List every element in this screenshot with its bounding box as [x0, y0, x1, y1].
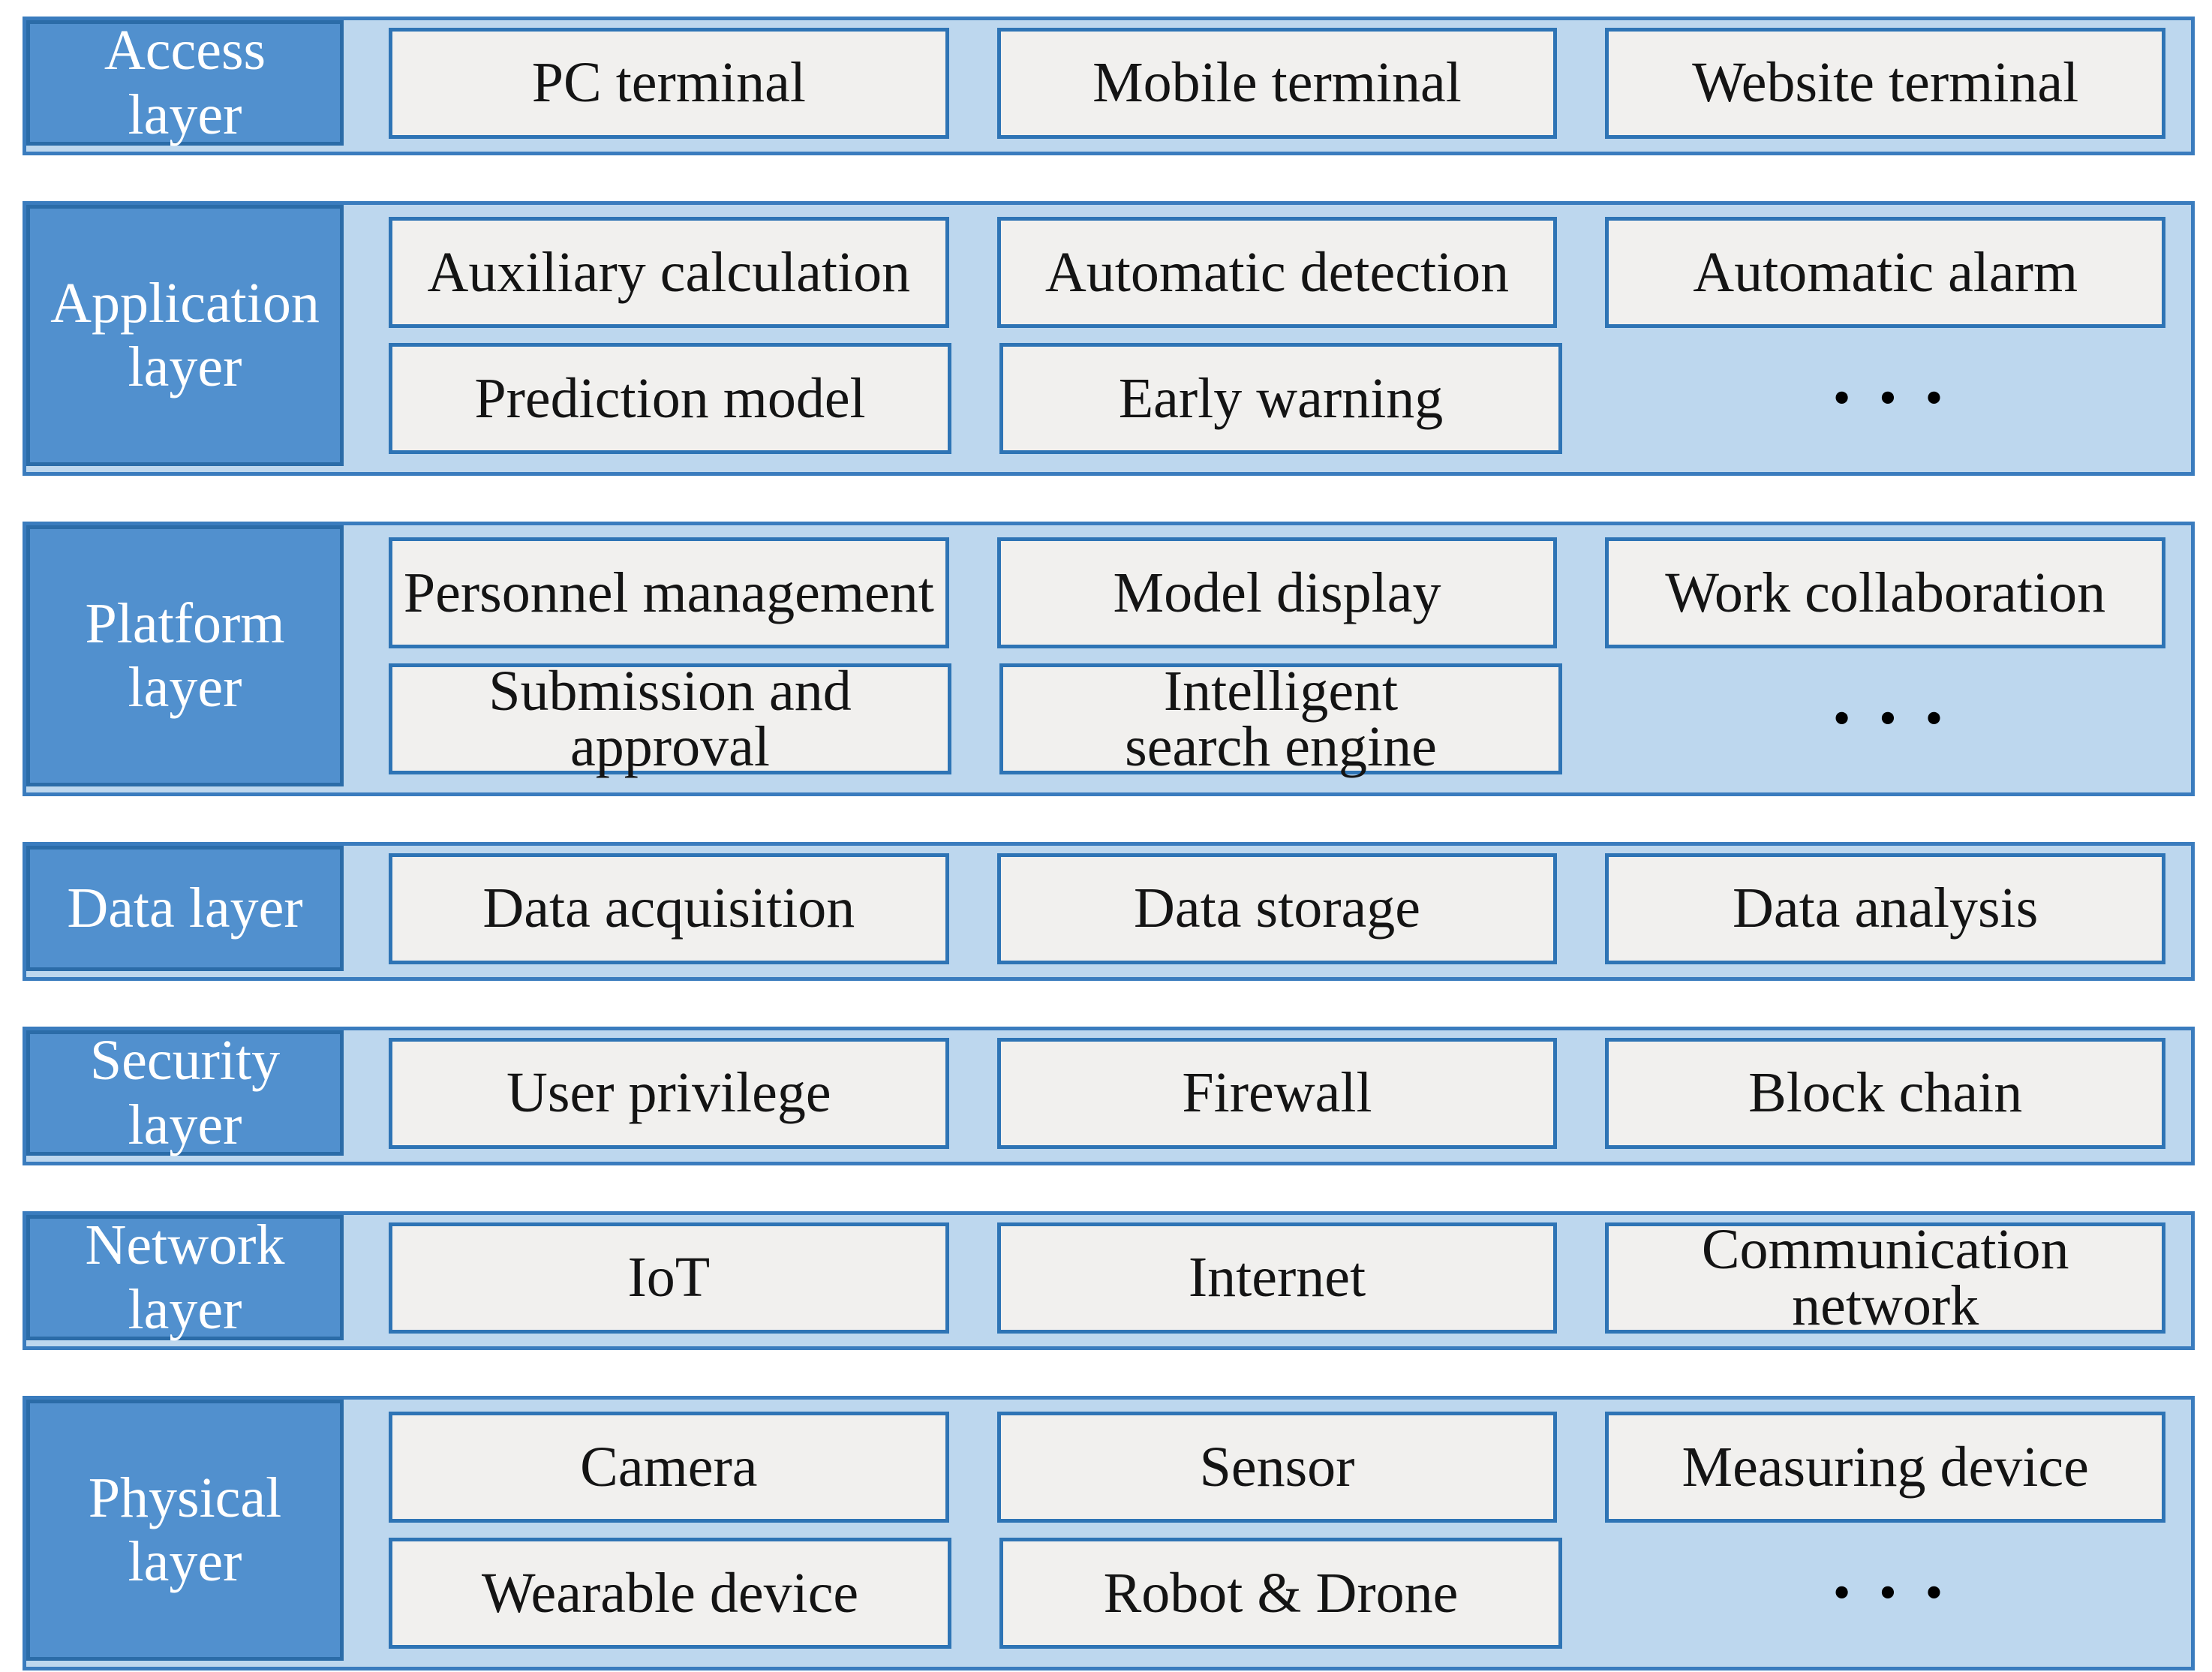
- layer-label-physical: Physical layer: [26, 1400, 344, 1661]
- layer-physical: Physical layer Camera Sensor Measuring d…: [23, 1396, 2195, 1670]
- box-submission-and-approval: Submission and approval: [389, 663, 951, 775]
- box-mobile-terminal: Mobile terminal: [996, 27, 1558, 139]
- layer-band-network: Network layer IoT Internet Communication…: [23, 1211, 2195, 1350]
- layer-band-security: Security layer User privilege Firewall B…: [23, 1027, 2195, 1165]
- layer-band-data: Data layer Data acquisition Data storage…: [23, 842, 2195, 981]
- box-sensor: Sensor: [996, 1412, 1558, 1523]
- box-work-collaboration: Work collaboration: [1605, 537, 2166, 648]
- box-pc-terminal: PC terminal: [389, 27, 949, 139]
- box-firewall: Firewall: [996, 1037, 1558, 1149]
- box-camera: Camera: [389, 1412, 949, 1523]
- layer-band-application: Application layer Auxiliary calculation …: [23, 201, 2195, 476]
- layer-band-physical: Physical layer Camera Sensor Measuring d…: [23, 1396, 2195, 1670]
- layer-label-access: Access layer: [26, 19, 344, 146]
- box-robot-drone: Robot & Drone: [999, 1538, 1562, 1649]
- ellipsis-application: •••: [1830, 378, 1970, 419]
- box-early-warning: Early warning: [999, 343, 1562, 454]
- box-automatic-alarm: Automatic alarm: [1605, 217, 2166, 328]
- layer-content-platform: Personnel management Model display Work …: [389, 529, 2166, 783]
- layer-band-platform: Platform layer Personnel management Mode…: [23, 522, 2195, 796]
- layer-platform: Platform layer Personnel management Mode…: [23, 522, 2195, 796]
- box-measuring-device: Measuring device: [1605, 1412, 2166, 1523]
- box-data-analysis: Data analysis: [1605, 853, 2166, 964]
- layer-security: Security layer User privilege Firewall B…: [23, 1027, 2195, 1165]
- layer-application: Application layer Auxiliary calculation …: [23, 201, 2195, 476]
- ellipsis-physical: •••: [1830, 1573, 1970, 1613]
- subrow: Prediction model Early warning •••: [389, 343, 2165, 454]
- subrow: Wearable device Robot & Drone •••: [389, 1538, 2165, 1649]
- layer-band-access: Access layer PC terminal Mobile terminal…: [23, 17, 2195, 155]
- ellipsis-platform: •••: [1830, 699, 1970, 739]
- box-user-privilege: User privilege: [389, 1037, 949, 1149]
- layer-content-access: PC terminal Mobile terminal Website term…: [389, 24, 2166, 142]
- subrow: User privilege Firewall Block chain: [389, 1037, 2166, 1149]
- layer-data: Data layer Data acquisition Data storage…: [23, 842, 2195, 981]
- subrow: Personnel management Model display Work …: [389, 537, 2166, 648]
- box-prediction-model: Prediction model: [389, 343, 951, 454]
- box-auxiliary-calculation: Auxiliary calculation: [389, 217, 949, 328]
- layer-label-platform: Platform layer: [26, 525, 344, 786]
- layer-label-security: Security layer: [26, 1029, 344, 1156]
- subrow: IoT Internet Communication network: [389, 1221, 2166, 1334]
- layer-network: Network layer IoT Internet Communication…: [23, 1211, 2195, 1350]
- box-data-acquisition: Data acquisition: [389, 853, 949, 964]
- box-model-display: Model display: [996, 537, 1558, 648]
- box-wearable-device: Wearable device: [389, 1538, 951, 1649]
- box-communication-network: Communication network: [1605, 1221, 2166, 1334]
- subrow: Auxiliary calculation Automatic detectio…: [389, 217, 2166, 328]
- box-personnel-management: Personnel management: [389, 537, 949, 648]
- box-iot: IoT: [389, 1222, 949, 1334]
- layer-content-network: IoT Internet Communication network: [389, 1219, 2166, 1337]
- subrow: Camera Sensor Measuring device: [389, 1412, 2166, 1523]
- box-block-chain: Block chain: [1605, 1037, 2166, 1149]
- layer-label-data: Data layer: [26, 846, 344, 971]
- layer-content-security: User privilege Firewall Block chain: [389, 1034, 2166, 1152]
- box-data-storage: Data storage: [996, 853, 1558, 964]
- layer-label-network: Network layer: [26, 1213, 344, 1341]
- subrow: PC terminal Mobile terminal Website term…: [389, 27, 2166, 139]
- layer-content-physical: Camera Sensor Measuring device Wearable …: [389, 1403, 2166, 1657]
- layer-access: Access layer PC terminal Mobile terminal…: [23, 17, 2195, 155]
- box-automatic-detection: Automatic detection: [996, 217, 1558, 328]
- subrow: Submission and approval Intelligent sear…: [389, 663, 2165, 775]
- subrow: Data acquisition Data storage Data analy…: [389, 853, 2166, 964]
- box-intelligent-search-engine: Intelligent search engine: [999, 663, 1562, 775]
- layer-content-data: Data acquisition Data storage Data analy…: [389, 850, 2166, 967]
- layer-label-application: Application layer: [26, 205, 344, 466]
- box-internet: Internet: [996, 1222, 1558, 1334]
- box-website-terminal: Website terminal: [1605, 27, 2166, 139]
- layer-content-application: Auxiliary calculation Automatic detectio…: [389, 209, 2166, 462]
